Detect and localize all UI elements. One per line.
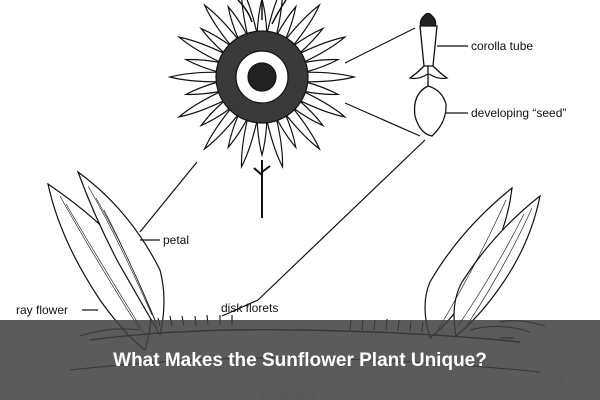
sunflower-petal	[199, 99, 232, 128]
leader-line-disk-florets	[257, 139, 426, 301]
label-disk-florets: disk florets	[221, 301, 278, 315]
disk-floret-detail	[408, 12, 449, 137]
right-ray-flower-illustration	[424, 186, 541, 340]
sunflower-petal	[298, 36, 348, 64]
sunflower-petal	[227, 113, 249, 150]
sunflower-petal	[183, 81, 222, 96]
sunflower-petal	[176, 90, 226, 118]
sunflower-petal	[203, 3, 240, 47]
sunflower-head-illustration	[167, 0, 357, 218]
label-petal: petal	[163, 233, 189, 247]
sunflower-center	[247, 62, 277, 92]
sunflower-petal	[275, 4, 297, 41]
sunflower-petal	[305, 71, 357, 83]
leader-line-head-to-floret-bottom	[344, 102, 421, 137]
caption-title: What Makes the Sunflower Plant Unique?	[113, 350, 487, 371]
sunflower-petal	[302, 58, 341, 73]
sunflower-petal	[203, 107, 240, 151]
leader-line-disk-florets-a	[221, 299, 259, 317]
sunflower-petal	[199, 26, 232, 55]
sunflower-petal	[275, 113, 297, 150]
sunflower-petal	[240, 117, 258, 170]
ray-flower-illustration	[47, 170, 165, 351]
sunflower-petal	[183, 58, 222, 73]
sunflower-petal	[167, 71, 219, 83]
sunflower-petal	[302, 81, 341, 96]
caption-bar	[0, 320, 600, 400]
label-ray-flower: ray flower	[16, 303, 68, 317]
sunflower-petal	[284, 107, 321, 151]
sunflower-petal	[266, 117, 284, 170]
sunflower-petal	[298, 90, 348, 118]
sunflower-stem	[253, 160, 271, 218]
sunflower-petal	[227, 4, 249, 41]
label-corolla-tube: corolla tube	[471, 39, 533, 53]
sunflower-petal	[292, 99, 325, 128]
sunflower-petal	[256, 120, 268, 158]
sunflower-petal	[176, 36, 226, 64]
label-developing-seed: developing “seed”	[471, 106, 566, 120]
sunflower-petal	[284, 3, 321, 47]
leader-line-petal	[139, 161, 198, 233]
diagram-labels: corolla tube developing “seed” petal ray…	[16, 39, 566, 317]
sunflower-top-leaves	[237, 0, 287, 25]
leader-line-head-to-floret-top	[344, 27, 416, 64]
sunflower-petal	[292, 26, 325, 55]
